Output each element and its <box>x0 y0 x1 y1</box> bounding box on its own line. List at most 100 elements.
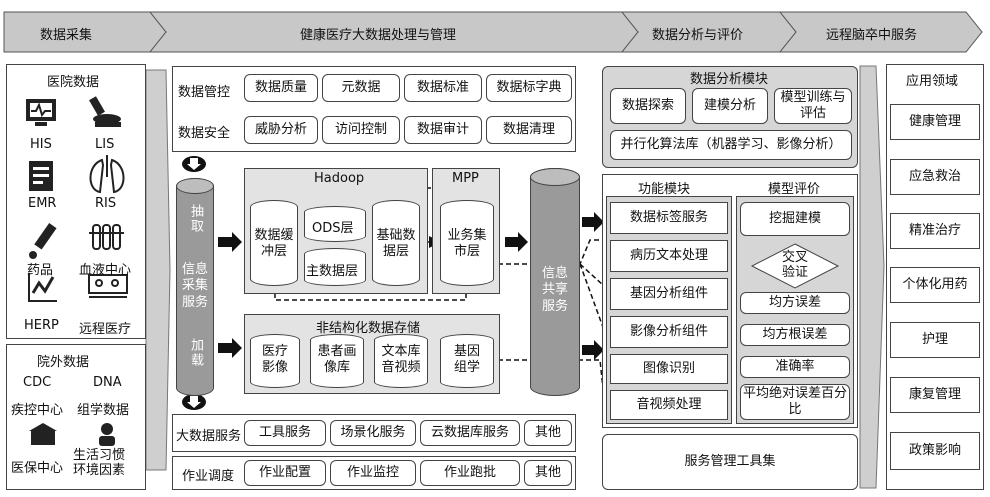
external-item-label: 组学数据 <box>77 403 130 418</box>
analysis-item: 模型训练与评估 <box>774 88 852 124</box>
ods-cylinder <box>304 206 366 242</box>
unstructured-cylinder <box>374 334 428 388</box>
microscope-icon <box>89 96 121 127</box>
hospital-item-label: 药品 <box>27 263 54 278</box>
application-item: 个体化用药 <box>890 267 980 303</box>
analysis-module-title: 数据分析模块 <box>690 72 769 87</box>
governance-row-label: 数据管控 <box>178 85 231 100</box>
bigdata-service-item: 场景化服务 <box>330 420 416 446</box>
flow-chevrons <box>145 65 885 489</box>
share-cylinder <box>530 168 580 396</box>
governance-item: 威胁分析 <box>244 116 318 144</box>
governance-item: 数据清理 <box>486 116 572 144</box>
hospital-item-label: RIS <box>95 196 117 211</box>
bigdata-service-item: 其他 <box>524 420 572 446</box>
unstructured-cylinder <box>310 334 364 388</box>
application-item: 康复管理 <box>890 377 980 413</box>
job-schedule-item: 作业配置 <box>244 460 326 486</box>
theme-label: 主数据层 <box>306 264 359 279</box>
external-title: 院外数据 <box>37 355 90 370</box>
application-item: 精准治疗 <box>890 213 980 249</box>
bigdata-service-item: 云数据库服务 <box>420 420 520 446</box>
mart-cylinder <box>440 200 494 286</box>
hospital-item-label: EMR <box>28 196 57 211</box>
analysis-item: 数据探索 <box>610 88 686 124</box>
application-item: 应急救治 <box>890 159 980 195</box>
monitor-icon <box>26 99 56 126</box>
stage-label-processing: 健康医疗大数据处理与管理 <box>300 28 457 43</box>
hospital-item-label: HIS <box>30 137 52 152</box>
hadoop-title: Hadoop <box>314 171 365 186</box>
governance-row-label: 数据安全 <box>178 126 231 141</box>
hospital-data-panel: 医院数据 HIS LIS EMR RIS 药品 血液中心 HERP 远程医疗 <box>6 64 146 339</box>
theme-cylinder <box>304 248 366 286</box>
evaluation-title: 模型评价 <box>768 182 821 197</box>
test-tubes-icon <box>89 224 124 250</box>
bigdata-service-item: 工具服务 <box>244 420 326 446</box>
unstructured-label: 文本库音视频 <box>381 344 421 375</box>
hospital-icons <box>26 96 128 302</box>
mart-label: 业务集市层 <box>447 228 487 259</box>
metric-item: 准确率 <box>740 356 850 378</box>
metric-item: 均方误差 <box>740 292 850 314</box>
unstructured-label: 患者画像库 <box>317 344 357 375</box>
hospital-item-label: LIS <box>95 137 115 152</box>
function-item: 影像分析组件 <box>610 316 728 348</box>
hospital-item-label: 远程医疗 <box>79 322 132 337</box>
stage-banner-shapes <box>3 11 983 53</box>
function-item: 数据标签服务 <box>610 202 728 234</box>
governance-item: 数据标字典 <box>486 74 572 102</box>
mpp-title: MPP <box>452 171 479 186</box>
extract-top-text: 抽取 <box>188 204 203 234</box>
stage-label-collection: 数据采集 <box>40 28 93 43</box>
mining-box: 挖掘建模 <box>740 202 850 236</box>
hospital-title: 医院数据 <box>47 75 100 90</box>
application-item: 健康管理 <box>890 104 980 140</box>
external-item-label: 疾控中心 <box>11 403 64 418</box>
ods-label: ODS层 <box>312 221 354 236</box>
extract-bot-text: 加载 <box>188 338 203 368</box>
hospital-item-label: 血液中心 <box>79 263 132 278</box>
function-module-panel <box>606 196 732 424</box>
external-item-label: 生活习惯 环境因素 <box>73 448 126 478</box>
stage-label-analysis: 数据分析与评价 <box>652 28 744 43</box>
job-schedule-item: 作业跑批 <box>420 460 520 486</box>
algorithm-library: 并行化算法库（机器学习、影像分析） <box>610 130 852 160</box>
extract-cylinder <box>176 178 214 396</box>
function-item: 基因分析组件 <box>610 278 728 310</box>
telemedicine-icon <box>88 274 128 298</box>
document-icon <box>29 161 53 191</box>
hospital-item-label: HERP <box>24 318 59 333</box>
lungs-icon <box>89 155 125 194</box>
external-item-label: DNA <box>93 375 122 390</box>
extract-cylinder-top <box>176 178 214 194</box>
application-title: 应用领域 <box>906 74 959 89</box>
governance-item: 数据审计 <box>404 116 482 144</box>
metric-item: 均方根误差 <box>740 324 850 346</box>
application-item: 政策影响 <box>890 432 980 470</box>
unstructured-label: 基因组学 <box>453 344 480 375</box>
bigdata-service-label: 大数据服务 <box>176 429 242 444</box>
job-schedule-label: 作业调度 <box>182 469 235 484</box>
governance-item: 数据质量 <box>244 74 318 102</box>
unstructured-cylinder <box>440 334 494 388</box>
job-schedule-item: 其他 <box>524 460 572 486</box>
job-schedule-item: 作业监控 <box>330 460 416 486</box>
unstructured-label: 医疗影像 <box>261 344 288 375</box>
share-cylinder-top <box>530 168 580 186</box>
extract-mid-text: 信息采集服务 <box>181 262 208 310</box>
unstructured-cylinder <box>250 334 300 388</box>
buffer-cylinder <box>250 200 298 286</box>
buffer-label: 数据缓冲层 <box>254 228 294 259</box>
governance-item: 数据标准 <box>404 74 482 102</box>
base-cylinder <box>372 200 420 286</box>
service-tools-box: 服务管理工具集 <box>602 434 858 490</box>
function-item: 图像识别 <box>610 354 728 384</box>
external-data-panel: 院外数据 CDC DNA 疾控中心 组学数据 医保中心 生活习惯 环境因素 <box>6 344 146 490</box>
analysis-item: 建模分析 <box>692 88 768 124</box>
external-item-label: 医保中心 <box>11 461 64 476</box>
building-icon <box>29 423 57 445</box>
function-item: 病历文本处理 <box>610 240 728 272</box>
governance-item: 访问控制 <box>322 116 400 144</box>
stage-label-remote: 远程脑卒中服务 <box>826 28 918 43</box>
